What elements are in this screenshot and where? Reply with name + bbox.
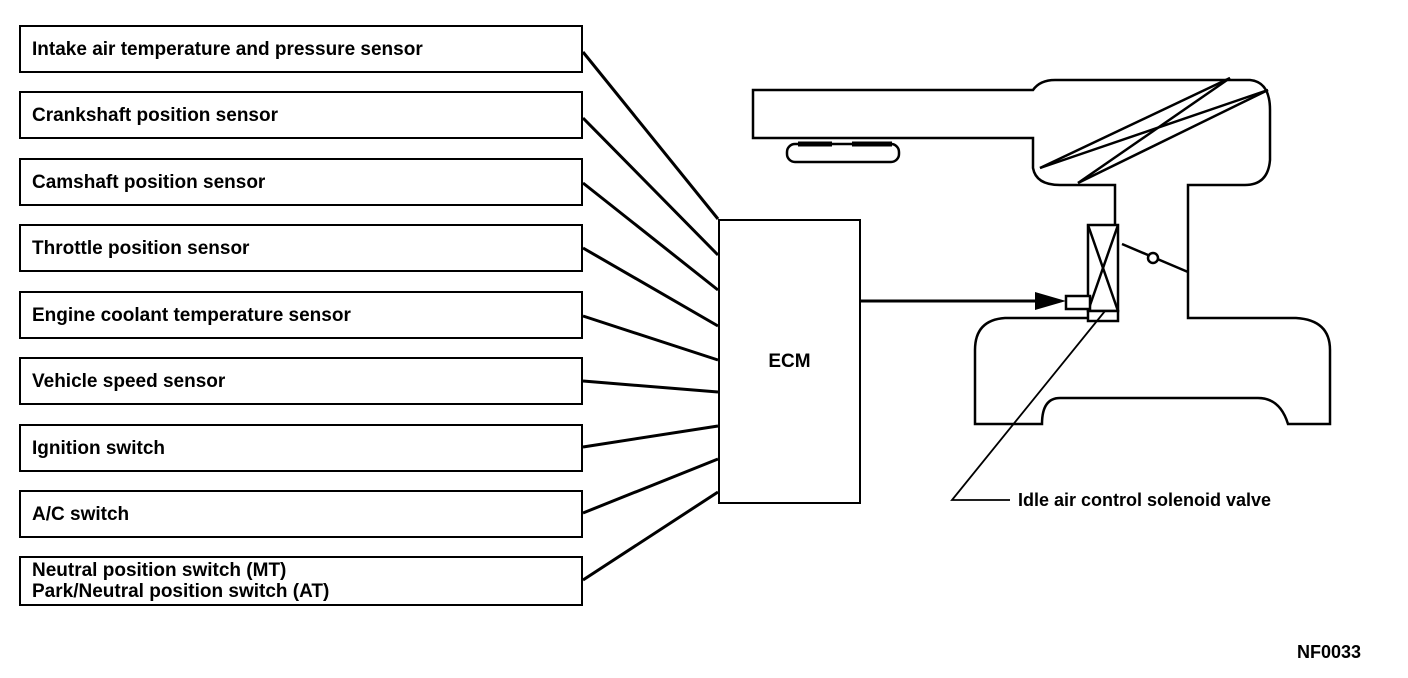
throttle-body-drawing xyxy=(751,76,1332,426)
wire-8 xyxy=(582,490,719,582)
ecm-label: ECM xyxy=(768,350,811,372)
wire-6 xyxy=(582,424,719,449)
input-label: Ignition switch xyxy=(32,437,165,459)
input-label: Crankshaft position sensor xyxy=(32,104,278,126)
input-box-ac-switch: A/C switch xyxy=(19,490,583,538)
ecm-output-arrow xyxy=(861,292,1066,310)
valve-label: Idle air control solenoid valve xyxy=(1018,490,1272,510)
wire-3 xyxy=(582,246,719,328)
wire-7 xyxy=(582,457,719,515)
input-label: A/C switch xyxy=(32,503,130,525)
input-box-ignition-switch: Ignition switch xyxy=(19,424,583,472)
input-box-camshaft-position-sensor: Camshaft position sensor xyxy=(19,158,583,206)
input-box-crankshaft-position-sensor: Crankshaft position sensor xyxy=(19,91,583,139)
wire-1 xyxy=(581,116,720,257)
input-box-engine-coolant-temp-sensor: Engine coolant temperature sensor xyxy=(19,291,583,339)
input-label: Intake air temperature and pressure sens… xyxy=(32,38,423,60)
input-box-vehicle-speed-sensor: Vehicle speed sensor xyxy=(19,357,583,405)
input-box-neutral-position-switch: Neutral position switch (MT) Park/Neutra… xyxy=(19,556,583,606)
figure-id: NF0033 xyxy=(1297,642,1362,662)
wire-4 xyxy=(582,314,719,362)
throttle-valve-plate xyxy=(1121,242,1189,274)
input-label: Camshaft position sensor xyxy=(32,171,266,193)
input-label-line-1: Neutral position switch (MT) xyxy=(32,560,287,581)
valve-leader-line xyxy=(950,310,1106,501)
input-label-line-2: Park/Neutral position switch (AT) xyxy=(32,581,330,602)
wire-0 xyxy=(581,51,720,220)
input-box-throttle-position-sensor: Throttle position sensor xyxy=(19,224,583,272)
input-label: Engine coolant temperature sensor xyxy=(32,304,351,326)
signal-wires xyxy=(581,51,720,582)
idle-air-control-solenoid-valve xyxy=(1064,223,1120,323)
input-label: Vehicle speed sensor xyxy=(32,370,226,392)
wire-2 xyxy=(582,181,719,292)
ecm-block: ECM xyxy=(718,219,861,504)
input-box-intake-air-temp-pressure-sensor: Intake air temperature and pressure sens… xyxy=(19,25,583,73)
input-label: Throttle position sensor xyxy=(32,237,250,259)
wire-5 xyxy=(582,379,719,394)
